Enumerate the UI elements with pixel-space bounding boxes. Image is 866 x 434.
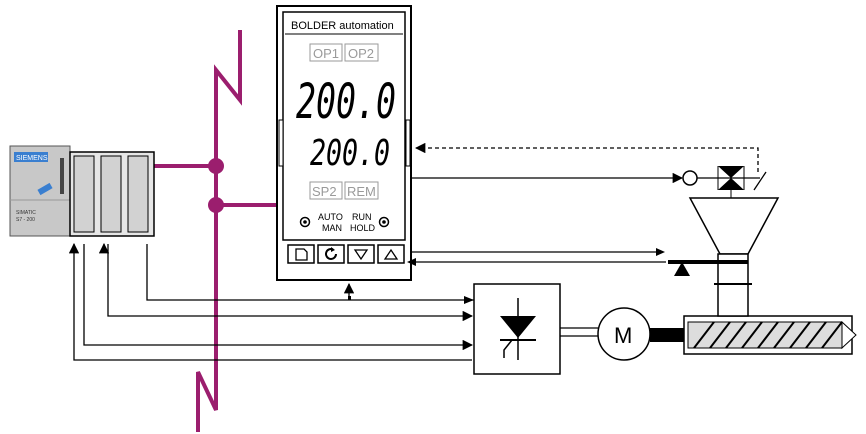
plc-to-thyristor-top (146, 244, 474, 301)
power-bus (153, 30, 282, 432)
man-label: MAN (322, 223, 342, 233)
plc-module-2 (100, 155, 122, 233)
controller-brand: BOLDER automation (291, 20, 394, 32)
down-button[interactable] (347, 244, 375, 264)
plc-model-line2: S7 - 200 (16, 217, 35, 223)
motor-label: M (614, 323, 632, 348)
scroll-button[interactable] (317, 244, 345, 264)
setpoint-display: 200.0 (310, 133, 390, 174)
page-button[interactable] (287, 244, 315, 264)
auto-label: AUTO (318, 212, 343, 222)
feed-valve (682, 166, 767, 198)
plc-loop-2 (83, 244, 474, 351)
plc-key-icon (37, 182, 53, 196)
hopper-gate (668, 260, 748, 276)
bus-lower-zigzag (196, 190, 218, 432)
rem-indicator: REM (347, 184, 376, 199)
bus-upper-zigzag (214, 30, 242, 190)
scroll-icon (325, 247, 337, 260)
plc-brand-plate (14, 152, 48, 162)
bus-junction-top (208, 158, 224, 174)
up-button[interactable] (377, 244, 405, 264)
page-icon (295, 248, 308, 261)
plc-module-3 (127, 155, 149, 233)
process-value-display: 200.0 (296, 74, 396, 130)
run-label: RUN (352, 212, 372, 222)
thyristor-unit (473, 283, 561, 375)
sp2-indicator: SP2 (312, 184, 337, 199)
down-arrow-icon (353, 249, 369, 261)
hopper (688, 197, 780, 317)
valve-icon (718, 166, 744, 190)
hold-label: HOLD (350, 223, 376, 233)
plc-unit: SIEMENS SIMATIC S7 - 200 (9, 145, 155, 237)
plc-module-1 (73, 155, 95, 233)
up-arrow-icon (383, 248, 399, 260)
extruder-barrel (683, 315, 857, 355)
plc-model-line1: SIMATIC (16, 210, 36, 216)
temperature-controller: BOLDER automation OP1 OP2 200.0 200.0 SP… (276, 5, 412, 281)
op1-indicator: OP1 (313, 46, 339, 61)
valve-feedback-line (414, 142, 759, 172)
motor-shaft (650, 328, 684, 342)
plc-brand: SIEMENS (16, 155, 48, 162)
plc-loop-1 (107, 244, 474, 322)
screw-flights (693, 321, 843, 349)
bus-junction-bottom (208, 197, 224, 213)
op2-indicator: OP2 (348, 46, 374, 61)
signal-wiring (68, 142, 759, 361)
plc-loop-3 (68, 242, 472, 361)
